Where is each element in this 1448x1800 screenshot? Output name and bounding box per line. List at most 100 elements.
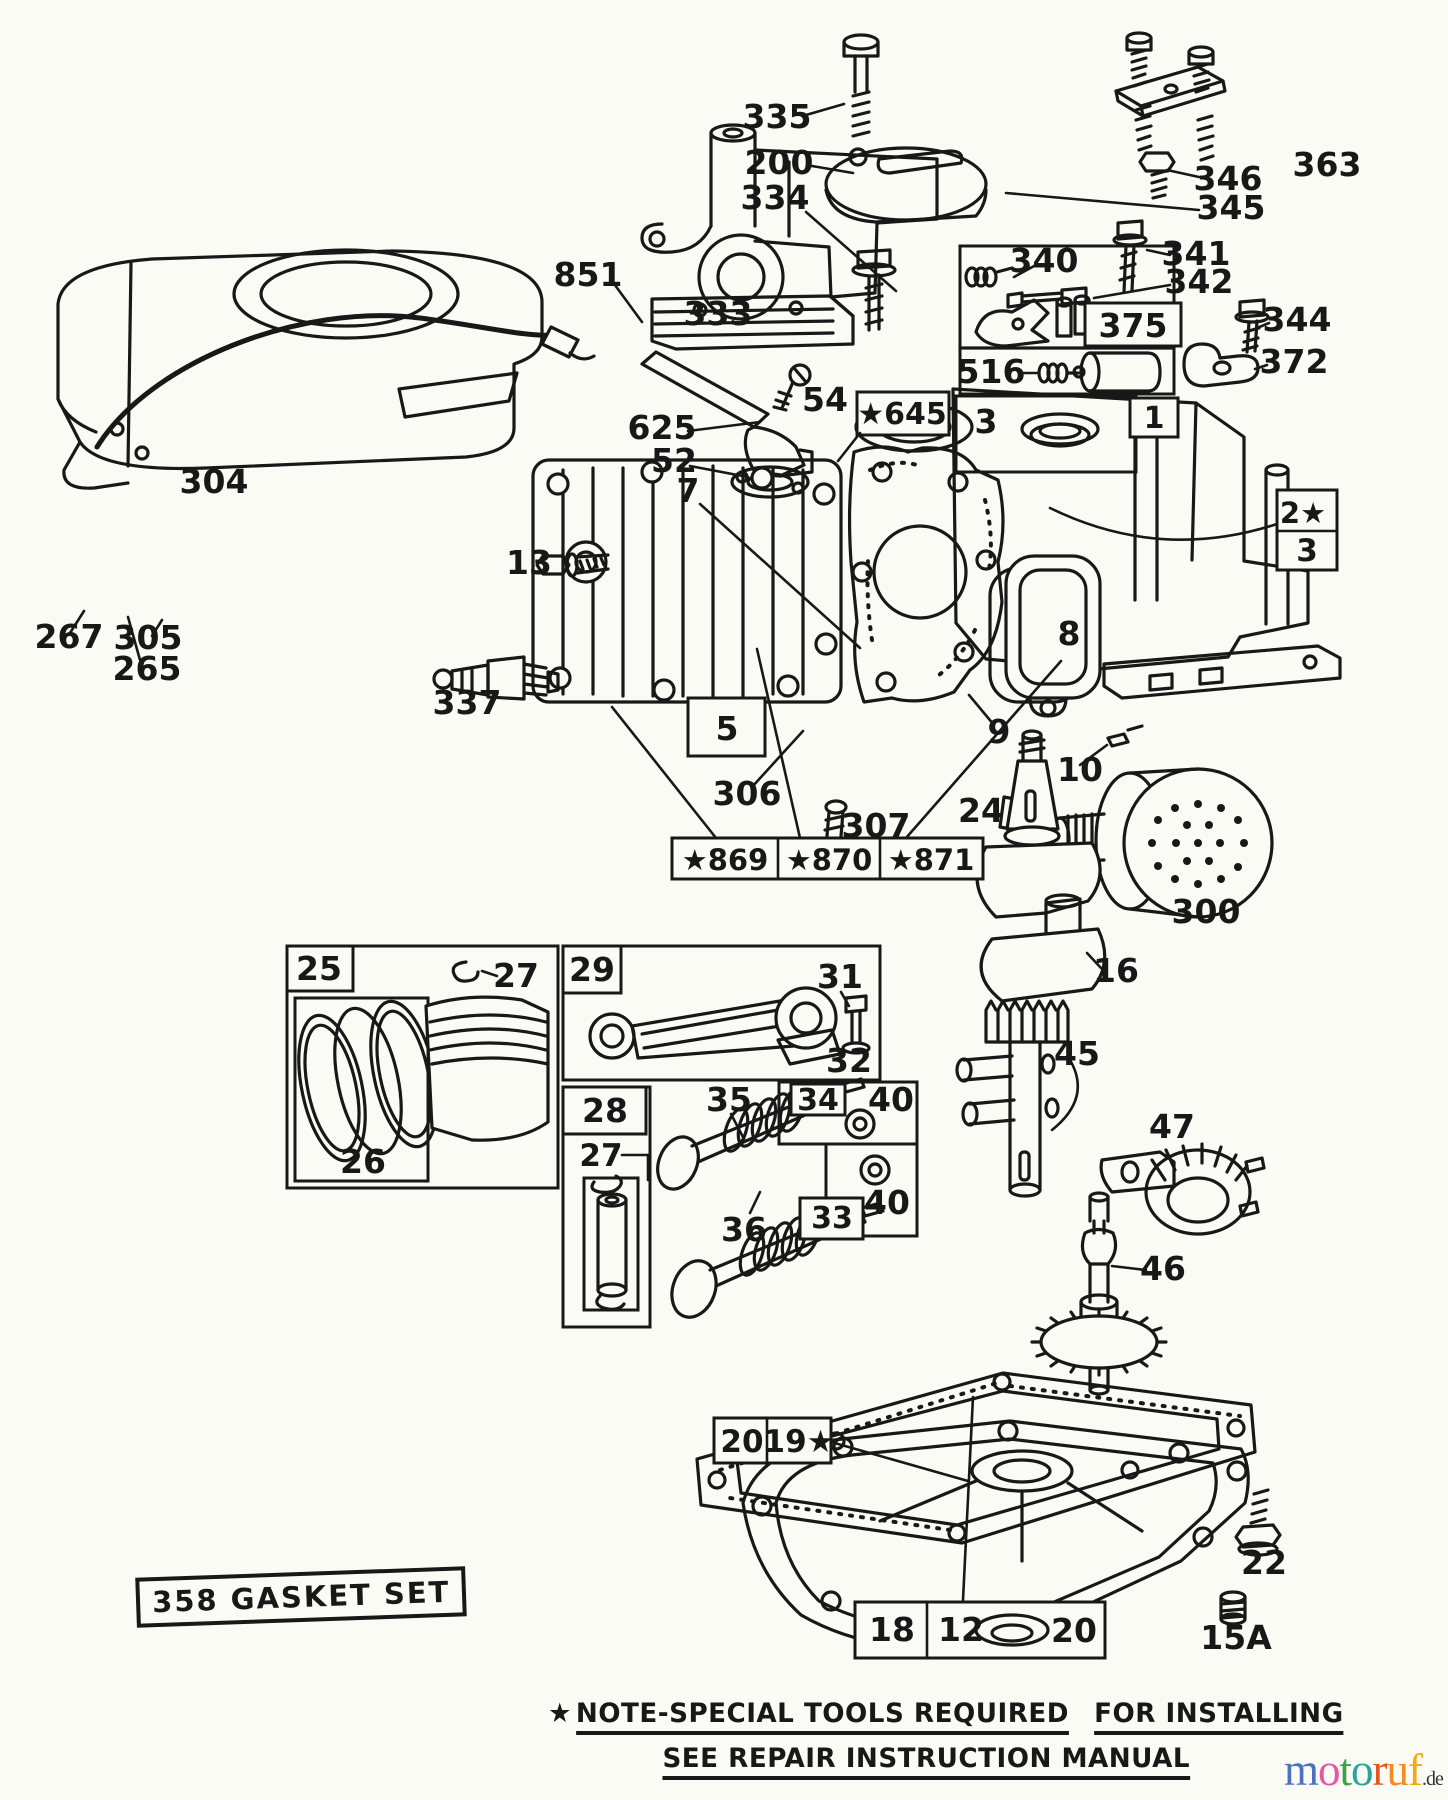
motoruf-watermark-logo[interactable]: motoruf.de	[1284, 1744, 1444, 1796]
breather-cover	[823, 554, 1342, 838]
connecting-rod	[588, 986, 871, 1066]
part-label-five: 5	[716, 709, 739, 748]
leader-line	[810, 164, 855, 175]
oil-seal	[1020, 412, 1100, 448]
part-label-2star: 2★	[1280, 496, 1326, 530]
part-label-871: ★871	[888, 843, 975, 877]
leader-line	[698, 502, 862, 650]
part-label-35: 35	[706, 1080, 752, 1119]
part-label-625: 625	[628, 408, 697, 447]
part-label-200: 200	[745, 143, 814, 182]
part-label-869: ★869	[682, 843, 769, 877]
leader-line	[610, 705, 718, 840]
part-label-342: 342	[1165, 262, 1234, 301]
note-line-2: SEE REPAIR INSTRUCTION MANUAL	[662, 1743, 1343, 1780]
valve-guide-parts	[590, 1174, 628, 1311]
blower-housing	[56, 248, 544, 490]
part-label-304: 304	[180, 462, 249, 501]
muffler-holes	[1148, 800, 1248, 888]
part-label-346: 346	[1194, 159, 1263, 198]
part-label-3b: 3	[1296, 533, 1318, 569]
note-text-3: SEE REPAIR INSTRUCTION MANUAL	[662, 1743, 1191, 1780]
bolt-335	[842, 33, 880, 138]
leader-line	[829, 1440, 970, 1483]
leader-line	[748, 1190, 762, 1215]
leader-line	[1004, 191, 1201, 212]
camshaft	[1030, 1191, 1168, 1396]
part-label-28: 28	[582, 1091, 628, 1130]
logo-letter: t	[1339, 1745, 1352, 1795]
leader-line	[967, 693, 996, 727]
part-label-306: 306	[713, 774, 782, 813]
ref-box-c28	[561, 1085, 648, 1136]
part-label-26: 26	[340, 1142, 386, 1181]
sump-gasket	[695, 1371, 1257, 1545]
leader-line	[1110, 1264, 1148, 1272]
leader-line	[1145, 248, 1172, 257]
spark-plug	[432, 552, 610, 701]
note-star-icon: ★	[548, 1698, 572, 1729]
leader-line	[68, 609, 86, 635]
part-label-335: 335	[743, 97, 812, 136]
logo-suffix: .de	[1422, 1768, 1444, 1790]
part-label-16: 16	[1093, 951, 1139, 990]
part-label-32: 32	[826, 1041, 872, 1080]
part-label-13: 13	[506, 543, 552, 582]
part-label-47: 47	[1149, 1107, 1195, 1146]
ref-box-c33	[798, 1196, 865, 1241]
leader-line	[480, 969, 499, 978]
leader-line	[804, 102, 846, 117]
part-label-334: 334	[741, 178, 810, 217]
part-label-516: 516	[957, 352, 1026, 391]
part-label-20b: 20	[1051, 1611, 1097, 1650]
ref-box-b2019	[712, 1416, 833, 1465]
part-label-7: 7	[677, 471, 700, 510]
leader-line	[126, 615, 142, 662]
part-label-851: 851	[554, 255, 623, 294]
bracket-372	[1182, 298, 1270, 388]
part-label-52: 52	[651, 441, 697, 480]
part-label-333: 333	[684, 294, 753, 333]
leader-line	[688, 464, 750, 479]
part-label-45: 45	[1054, 1034, 1100, 1073]
logo-letters: motoruf	[1284, 1745, 1423, 1795]
part-label-307: 307	[842, 806, 911, 845]
part-label-344: 344	[1263, 300, 1332, 339]
piston-assembly	[297, 960, 550, 1163]
governor-gear	[1099, 1142, 1266, 1236]
part-label-27a: 27	[493, 956, 539, 995]
logo-letter: o	[1351, 1745, 1373, 1795]
ignition-armature	[650, 233, 855, 351]
ref-box-stars	[670, 836, 985, 881]
leader-line	[836, 431, 862, 463]
logo-letter: f	[1408, 1745, 1423, 1795]
ref-box-c34	[789, 1082, 847, 1117]
logo-letter: m	[1284, 1745, 1319, 1795]
ignition-wire	[94, 313, 596, 450]
leader-line	[686, 420, 762, 433]
part-label-645: ★645	[857, 397, 947, 432]
leader-line	[1085, 951, 1103, 970]
leader-line	[1078, 743, 1109, 767]
part-label-9: 9	[988, 712, 1011, 751]
part-label-54: 54	[802, 380, 848, 419]
part-label-40b: 40	[864, 1183, 910, 1222]
part-label-870: ★870	[786, 843, 873, 877]
leader-line	[1012, 263, 1038, 279]
leader-line	[610, 279, 644, 324]
leader-line	[1255, 321, 1271, 330]
part-label-22: 22	[1241, 1543, 1287, 1582]
part-label-372: 372	[1260, 342, 1329, 381]
note-text-2: FOR INSTALLING	[1094, 1698, 1344, 1735]
ref-box-b375	[1083, 301, 1183, 348]
part-label-33: 33	[811, 1201, 853, 1236]
leader-line	[755, 647, 802, 840]
tank-cover	[824, 146, 1176, 224]
part-label-340: 340	[1010, 241, 1079, 280]
leader-curve	[1050, 1058, 1079, 1132]
ref-box-b5	[686, 696, 767, 758]
ref-box-bbot	[853, 1600, 1107, 1660]
ref-box-b1	[1128, 396, 1180, 439]
part-label-265: 265	[113, 649, 182, 688]
